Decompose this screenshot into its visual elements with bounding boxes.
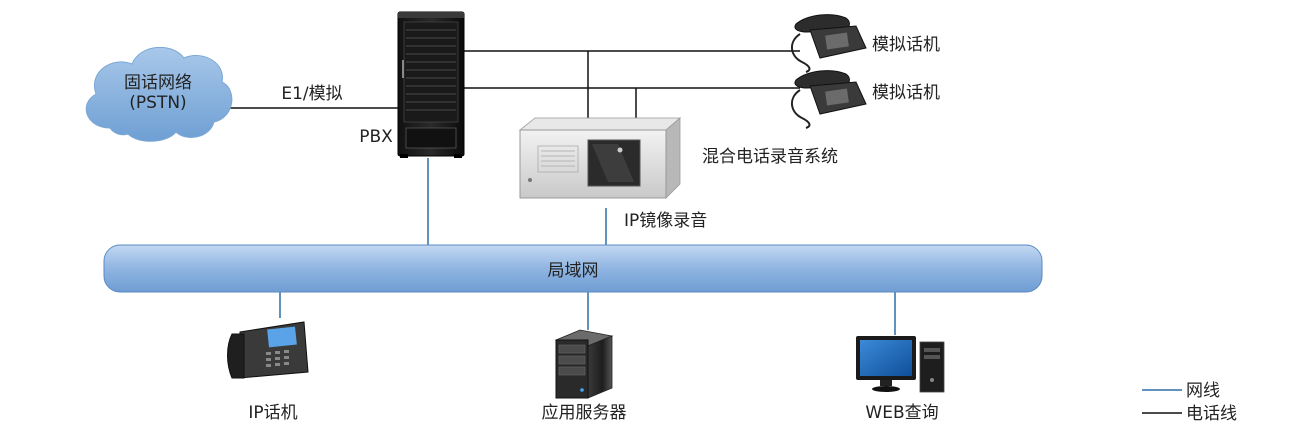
rack-foot-left <box>400 154 408 158</box>
chassis-vent-slots <box>541 150 575 167</box>
monitor-screen-icon <box>860 340 912 376</box>
network-lines <box>279 158 896 335</box>
monitor-neck <box>880 380 892 386</box>
chassis-side <box>665 117 681 199</box>
analog-phone-1-label: 模拟话机 <box>872 35 940 55</box>
pbx-label: PBX <box>359 127 393 147</box>
ip-phone-label: IP话机 <box>248 403 297 423</box>
legend-network-label: 网线 <box>1186 381 1220 401</box>
web-query-label: WEB查询 <box>865 403 938 423</box>
legend: 网线 电话线 <box>1142 381 1237 424</box>
server-side <box>587 335 613 399</box>
lan-label: 局域网 <box>548 261 599 281</box>
rack-foot-right <box>454 154 462 158</box>
chassis-lock-icon <box>617 147 623 153</box>
phone1-keypad-icon <box>825 32 849 50</box>
monitor-base <box>872 386 900 392</box>
rack-door <box>403 21 459 123</box>
ip-mirror-label: IP镜像录音 <box>624 211 707 231</box>
server-bays <box>558 344 586 376</box>
lan-capsule <box>103 244 1043 293</box>
phone-lines <box>205 50 800 120</box>
rack-units <box>406 29 456 111</box>
pstn-label-line2: (PSTN) <box>129 93 186 113</box>
pc-drive2-icon <box>924 355 940 359</box>
phone2-keypad-icon <box>825 88 849 106</box>
lan-bar: 局域网 <box>103 244 1043 293</box>
ipphone-screen-icon <box>267 326 297 348</box>
recorder-chassis <box>518 117 682 199</box>
analog-phone-2-label: 模拟话机 <box>872 83 940 103</box>
pstn-label-line1: 固话网络 <box>124 73 192 93</box>
cloud-shape <box>85 46 233 142</box>
rack-handle <box>402 60 404 78</box>
rack-top <box>398 12 464 18</box>
pstn-cloud: 固话网络 (PSTN) <box>85 46 233 142</box>
app-server <box>554 329 614 399</box>
ipphone-handset-icon <box>227 333 245 379</box>
analog-phone-1 <box>791 14 867 73</box>
ip-phone <box>227 321 309 379</box>
e1-link-label: E1/模拟 <box>281 84 342 104</box>
chassis-power-icon <box>528 178 532 182</box>
legend-phone-label: 电话线 <box>1186 404 1237 424</box>
pc-drive-icon <box>924 348 940 352</box>
ipphone-keys-icon <box>266 350 289 367</box>
rack-base-unit <box>405 127 457 149</box>
chassis-door-glare <box>592 144 634 182</box>
server-led-icon <box>580 388 584 392</box>
recorder-label: 混合电话录音系统 <box>702 147 838 167</box>
phone1-cord-icon <box>791 33 811 73</box>
pbx-rack <box>397 11 465 158</box>
pc-power-icon <box>930 378 934 382</box>
analog-phone-2 <box>791 70 867 129</box>
app-server-label: 应用服务器 <box>542 403 627 423</box>
web-query-pc <box>856 336 945 393</box>
chassis-vent <box>537 145 579 173</box>
phone2-cord-icon <box>791 89 811 129</box>
chassis-top <box>518 117 682 131</box>
